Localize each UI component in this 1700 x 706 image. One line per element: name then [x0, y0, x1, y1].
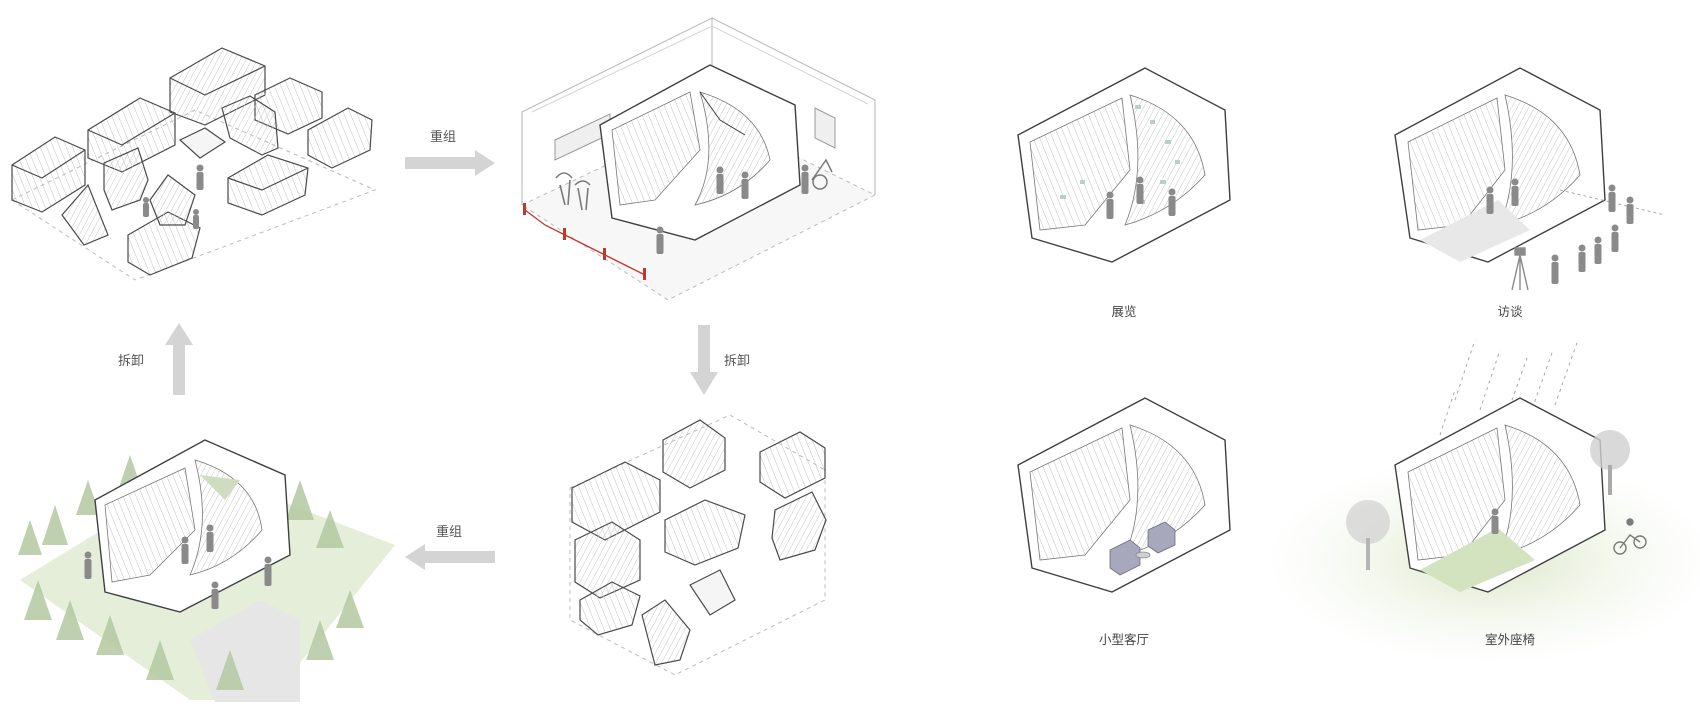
person-figure [1491, 508, 1499, 534]
arrow-left-regroup [405, 544, 495, 570]
pavilion-volume [599, 64, 801, 241]
scenario-caption-interview: 访谈 [1497, 304, 1523, 319]
sofa [1109, 521, 1176, 576]
scenario-interview [1394, 67, 1666, 291]
arrow-down-disassemble [690, 325, 718, 395]
rain-lines [1439, 339, 1579, 436]
module-piece [662, 419, 726, 489]
module-piece [579, 581, 641, 636]
module-piece [574, 521, 641, 599]
module-piece [307, 107, 373, 169]
exploded-modules [569, 414, 827, 676]
scenario-caption-exhibition: 展览 [1111, 304, 1137, 319]
person-figure [143, 164, 204, 229]
person-figure [656, 164, 809, 254]
pavilion-volume [94, 439, 291, 613]
module-piece [689, 569, 736, 616]
module-piece [771, 491, 827, 561]
exercise-bike-sculpture [811, 158, 833, 190]
rope-barrier [524, 209, 646, 276]
camera-tripod [1511, 247, 1529, 291]
scenario-caption-living-room: 小型客厅 [1098, 632, 1150, 647]
ground-outline [10, 109, 377, 281]
arrow-right-regroup [405, 150, 495, 176]
regroup-label-top: 重组 [430, 130, 457, 145]
scattered-modules [10, 47, 377, 281]
module-piece [11, 136, 86, 213]
side-table [1135, 551, 1151, 559]
module-piece [641, 599, 691, 666]
scenario-exhibition [1017, 67, 1231, 263]
module-piece [221, 95, 279, 156]
disassemble-label-left: 拆卸 [118, 354, 145, 369]
module-piece [87, 97, 176, 173]
tree [1346, 430, 1630, 570]
module-piece [149, 174, 196, 226]
module-piece [227, 154, 309, 216]
rope-post [523, 203, 646, 280]
person-figure [1106, 176, 1176, 219]
regroup-label-bottom: 重组 [436, 525, 463, 540]
module-piece [759, 431, 826, 499]
forest-installation [18, 439, 395, 702]
module-piece [178, 127, 227, 159]
scenario-outdoor-seating [1265, 339, 1700, 665]
person-figure [1486, 178, 1634, 284]
tree-cluster [18, 455, 364, 690]
disassemble-label-right: 拆卸 [724, 354, 751, 369]
person-figure [84, 524, 272, 609]
gallery-installation [520, 17, 877, 301]
module-piece [103, 147, 149, 211]
arrow-up-disassemble [165, 323, 193, 395]
sculpture [555, 172, 591, 211]
module-piece [61, 183, 109, 246]
wall-painting [814, 107, 836, 149]
path [190, 600, 300, 702]
module-piece [571, 461, 661, 541]
module-piece [664, 499, 746, 566]
scenario-caption-outdoor-seating: 室外座椅 [1484, 632, 1536, 647]
scenario-living-room [1017, 397, 1231, 593]
cyclist [1613, 518, 1647, 555]
